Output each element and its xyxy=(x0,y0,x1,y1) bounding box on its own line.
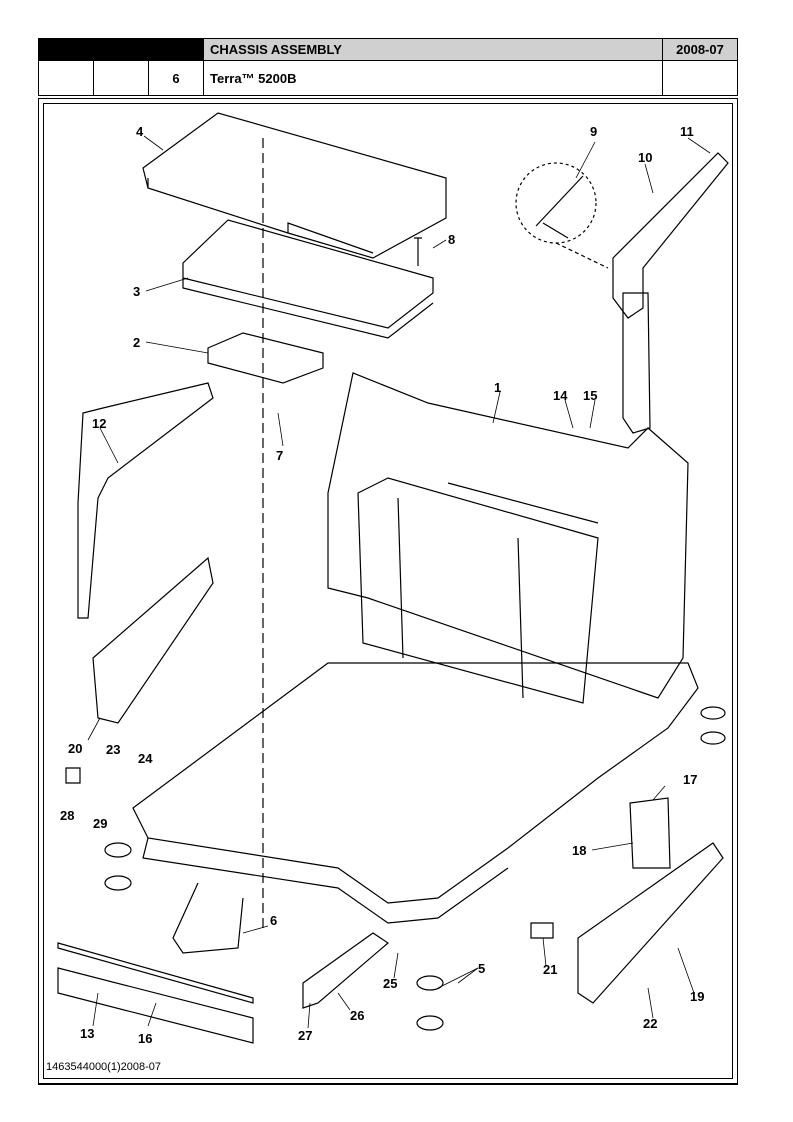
left-caster-upper xyxy=(104,842,132,858)
bumper-strip-part xyxy=(57,967,254,1044)
bracket-part xyxy=(207,332,324,384)
header-empty-cell-2 xyxy=(93,60,149,96)
callout-8: 8 xyxy=(448,232,455,247)
document-id: 1463544000(1)2008-07 xyxy=(46,1061,161,1073)
bolt-part xyxy=(414,237,422,266)
callout-6: 6 xyxy=(270,913,277,928)
right-caster-upper xyxy=(700,706,726,720)
diagram-frame xyxy=(38,98,738,1084)
callout-4: 4 xyxy=(136,124,144,139)
callout-14: 14 xyxy=(553,388,568,403)
header-empty-cell-1 xyxy=(38,60,94,96)
right-side-panel xyxy=(577,842,724,1004)
callout-12: 12 xyxy=(92,416,106,431)
callout-28: 28 xyxy=(60,808,74,823)
header-section: 6 xyxy=(148,60,204,96)
left-side-panel xyxy=(92,556,214,724)
callout-5: 5 xyxy=(478,961,485,976)
bottom-rule xyxy=(38,1084,738,1085)
callout-20: 20 xyxy=(68,741,82,756)
callout-15: 15 xyxy=(583,388,597,403)
plate-part xyxy=(182,219,434,329)
top-cover-part xyxy=(142,112,447,259)
callout-25: 25 xyxy=(383,976,397,991)
callout-1: 1 xyxy=(494,380,501,395)
header-model: Terra™ 5200B xyxy=(203,60,663,96)
callout-24: 24 xyxy=(138,751,153,766)
callout-27: 27 xyxy=(298,1028,312,1043)
header-title: CHASSIS ASSEMBLY xyxy=(203,38,663,61)
right-arm-part xyxy=(612,152,729,319)
header-block: CHASSIS ASSEMBLY 2008-07 6 Terra™ 5200B xyxy=(38,38,738,96)
callout-18: 18 xyxy=(572,843,586,858)
callout-9: 9 xyxy=(590,124,597,139)
clip-part xyxy=(530,922,554,939)
tube-handle-part xyxy=(172,882,244,954)
front-caster-upper xyxy=(416,975,444,991)
callout-19: 19 xyxy=(690,989,704,1004)
small-bracket-part xyxy=(65,767,81,784)
side-bracket-part xyxy=(302,932,389,1009)
callout-3: 3 xyxy=(133,284,140,299)
callout-26: 26 xyxy=(350,1008,364,1023)
callout-13: 13 xyxy=(80,1026,94,1041)
base-plate-part xyxy=(132,662,699,904)
callout-17: 17 xyxy=(683,772,697,787)
callout-2: 2 xyxy=(133,335,140,350)
left-arm-part xyxy=(77,382,214,619)
main-frame-part xyxy=(327,372,689,699)
callout-22: 22 xyxy=(643,1016,657,1031)
header-empty-cell-3 xyxy=(662,60,738,96)
callout-11: 11 xyxy=(680,124,694,139)
callout-7: 7 xyxy=(276,448,283,463)
header-date: 2008-07 xyxy=(662,38,738,61)
callout-16: 16 xyxy=(138,1031,152,1046)
strip-part xyxy=(57,942,254,1004)
callout-29: 29 xyxy=(93,816,107,831)
header-black-cell xyxy=(38,38,204,61)
callout-21: 21 xyxy=(543,962,557,977)
right-bracket-part xyxy=(629,797,671,869)
callout-23: 23 xyxy=(106,742,120,757)
chassis-exploded-diagram: 4 8 3 2 9 10 11 12 1 14 15 7 20 23 24 28… xyxy=(57,112,729,1046)
callout-10: 10 xyxy=(638,150,652,165)
